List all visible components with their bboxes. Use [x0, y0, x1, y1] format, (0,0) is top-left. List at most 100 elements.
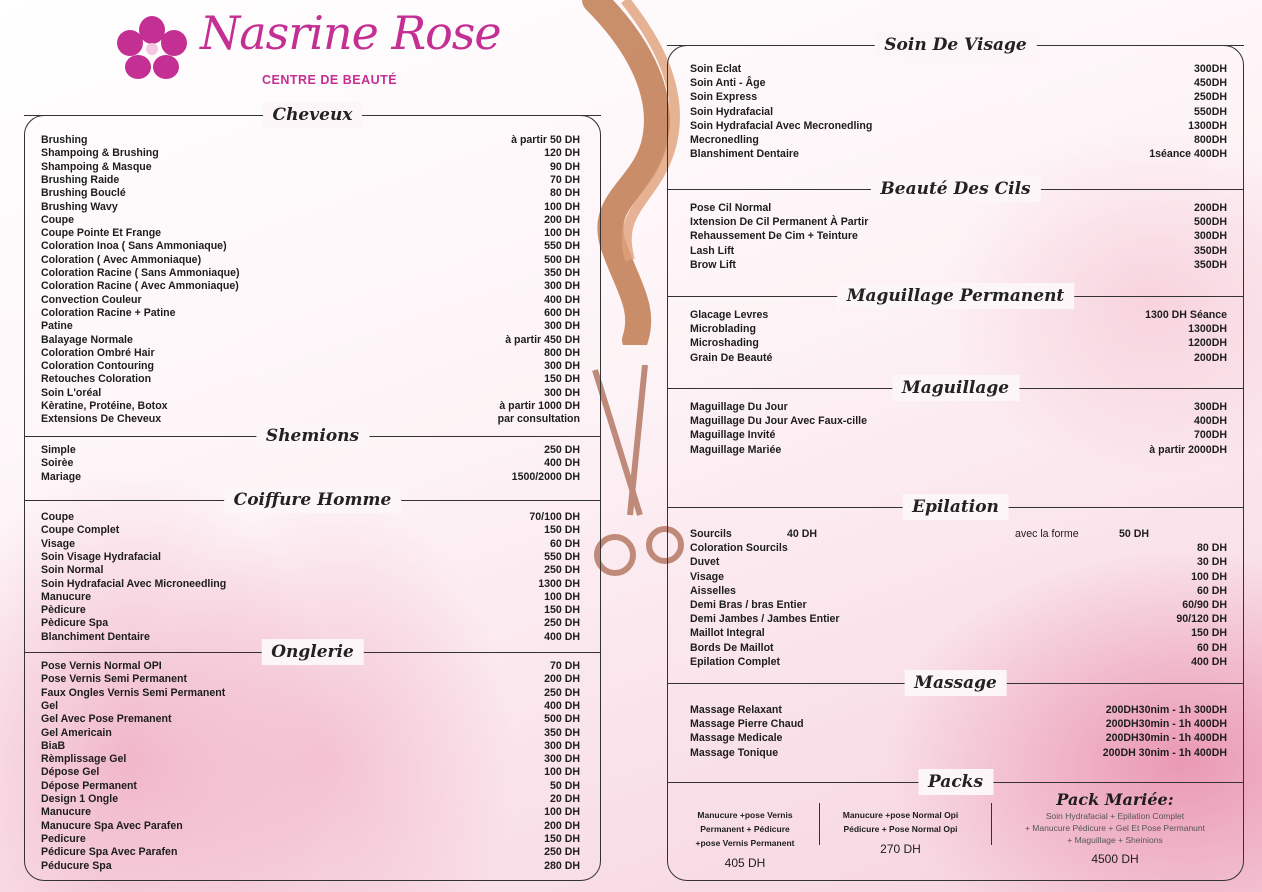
service-name: Brushing Wavy — [41, 200, 118, 213]
pack-price: 4500 DH — [1091, 852, 1139, 866]
service-name: Pose Cil Normal — [690, 202, 772, 214]
service-price: 1300 DH Séance — [1145, 309, 1227, 321]
service-name: Rehaussement De Cim + Teinture — [690, 230, 858, 243]
service-price: 100 DH — [544, 200, 580, 213]
service-price: 200DH — [1194, 351, 1227, 364]
service-price: 500 DH — [544, 253, 580, 266]
service-name: Brow Lift — [690, 258, 736, 271]
service-name: Patine — [41, 320, 73, 333]
service-name: Visage — [41, 537, 75, 550]
price-row: Visage 100 DH — [690, 571, 1227, 584]
service-name: Pose Vernis Semi Permanent — [41, 673, 188, 686]
service-price: 1300DH — [1188, 119, 1227, 132]
pack-line: + Maguillage + Sheinions — [1067, 835, 1163, 845]
section-header-maguillage: Maguillage — [667, 375, 1244, 401]
section-header-shemions: Shemions — [24, 423, 601, 449]
service-price: 40 DH — [787, 528, 818, 540]
service-price: 250 DH — [544, 846, 580, 859]
pack-line: Pédicure + Pose Normal Opi — [843, 824, 958, 834]
pack-line: +pose Vernis Permanent — [695, 838, 795, 848]
service-price: 90/120 DH — [1176, 613, 1227, 626]
service-name: Maguillage Mariée — [690, 443, 782, 456]
service-price: 300 DH — [544, 320, 580, 333]
service-variant-label: avec la forme — [1015, 528, 1079, 540]
service-price: 350DH — [1194, 244, 1227, 257]
service-price: 350 DH — [544, 726, 580, 739]
service-price: 70 DH — [549, 173, 580, 186]
service-price: 1séance 400DH — [1149, 148, 1227, 161]
service-name: Maguillage Du Jour Avec Faux-cille — [690, 415, 867, 428]
service-price: 100 DH — [544, 806, 580, 819]
section-title: Epilation — [902, 494, 1009, 520]
service-name: Microshading — [690, 337, 759, 350]
service-price: 60 DH — [1196, 584, 1227, 597]
service-price: 300DH — [1194, 63, 1227, 75]
section-header-beaut-des-cils: Beauté Des Cils — [667, 176, 1244, 202]
service-name: Visage — [690, 570, 724, 583]
price-row: Maguillage Du Jour Avec Faux-cille 400DH — [690, 415, 1227, 428]
service-price: 400DH — [1194, 415, 1227, 428]
service-name: Grain De Beauté — [690, 351, 773, 364]
section-title: Massage — [904, 670, 1007, 696]
service-price: 60 DH — [549, 537, 580, 550]
price-row: Soin Eclat 300DH — [690, 63, 1227, 76]
pack-line: Soin Hydrafacial + Epilation Complet — [1045, 811, 1185, 821]
service-name: Sourcils — [690, 528, 732, 540]
service-price: 100 DH — [1191, 570, 1227, 583]
service-price: 350 DH — [544, 267, 580, 279]
price-row: Patine 300 DH — [41, 320, 580, 333]
section-title: Beauté Des Cils — [870, 176, 1041, 202]
pack-price: 270 DH — [880, 842, 921, 856]
brand-subtitle: CENTRE DE BEAUTÉ — [262, 73, 398, 87]
section-title: Packs — [917, 769, 994, 795]
service-name: BiaB — [41, 739, 66, 752]
service-price: 550 DH — [544, 240, 580, 253]
price-row: Grain De Beauté 200DH — [690, 352, 1227, 365]
section-header-massage: Massage — [667, 670, 1244, 696]
service-price: 200DH — [1194, 202, 1227, 214]
service-name: Coloration Inoa ( Sans Ammoniaque) — [41, 240, 227, 253]
service-name: Brushing Raide — [41, 173, 120, 186]
service-price: par consultation — [497, 413, 580, 426]
service-name: Soin Eclat — [690, 63, 742, 75]
service-name: Coloration Racine + Patine — [41, 306, 176, 319]
service-name: Coloration Ombré Hair — [41, 346, 155, 359]
pack-line: Permanent + Pédicure — [700, 824, 790, 834]
service-name: Shampoing & Brushing — [41, 147, 159, 160]
service-price: 550 DH — [544, 550, 580, 563]
service-name: Massage Relaxant — [690, 704, 782, 716]
price-row: Coloration ( Avec Ammoniaque)500 DH — [41, 254, 580, 267]
service-price: 250 DH — [544, 564, 580, 577]
service-name: Massage Pierre Chaud — [690, 718, 804, 731]
service-price: 150 DH — [544, 373, 580, 386]
